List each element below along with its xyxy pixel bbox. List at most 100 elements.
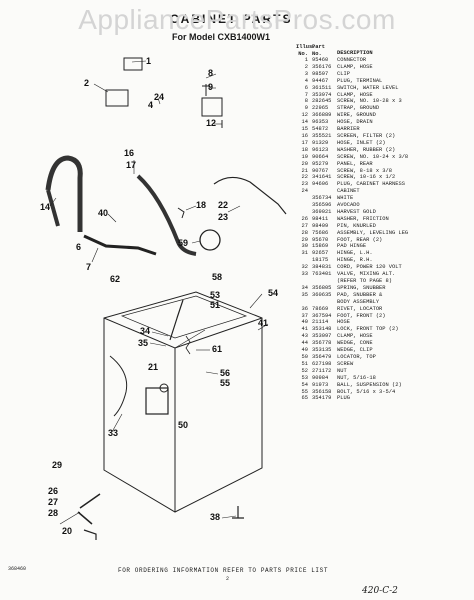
cabinet-outline — [103, 291, 263, 513]
part-no: 356479 — [312, 353, 332, 360]
illus-no: 18 — [301, 146, 308, 153]
callout-56: 62 — [110, 274, 120, 284]
illus-no: 16 — [301, 132, 308, 139]
part-description: HINGE, R.H. — [337, 257, 373, 264]
part-description: SCREW, 10-16 x 1/2 — [337, 174, 396, 181]
illus-no: 15 — [301, 126, 308, 133]
callout-38: 38 — [210, 512, 220, 522]
part-no: 356176 — [312, 63, 332, 70]
callout-4: 4 — [148, 100, 153, 110]
part-description: SWITCH, WATER LEVEL — [337, 84, 399, 91]
part-no: 95279 — [312, 160, 329, 167]
part-description: HOSE — [337, 319, 350, 326]
part-no: 98409 — [312, 222, 329, 229]
illus-no: 14 — [301, 119, 308, 126]
callout-55: 61 — [212, 344, 222, 354]
callout-49: 54 — [268, 288, 278, 298]
part-no: 763401 — [312, 271, 332, 278]
part-no: 353148 — [312, 326, 332, 333]
illus-no — [296, 209, 312, 216]
callout-27: 27 — [48, 497, 58, 507]
part-description: WEDGE, CONE — [337, 340, 373, 347]
part-description: PLUG, CABINET HARNESS — [337, 181, 405, 188]
part-description: PLUG, TERMINAL — [337, 77, 383, 84]
part-no: 95460 — [312, 57, 329, 63]
part-no: 91973 — [312, 381, 329, 388]
callout-28: 28 — [48, 508, 58, 518]
part-description: WIRE, GROUND — [337, 112, 376, 119]
illus-no: 54 — [301, 381, 308, 388]
illus-no: 26 — [301, 215, 308, 222]
part-description: FOOT, FRONT (2) — [337, 312, 386, 319]
part-description: WHITE — [337, 195, 354, 202]
part-description: RIVET, LOCATOR — [337, 305, 383, 312]
part-no: 356734 — [312, 195, 332, 202]
part-no: 95670 — [312, 236, 329, 243]
part-no: 78669 — [312, 305, 329, 312]
parts-list-row: BODY ASSEMBLY — [296, 299, 468, 306]
illus-no: 49 — [301, 347, 308, 354]
illus-no: 6 — [304, 84, 308, 91]
part-no: 94606 — [312, 181, 329, 188]
callout-22: 22 — [218, 200, 228, 210]
part-description: CLAMP, HOSE — [337, 91, 373, 98]
callout-35: 35 — [138, 338, 148, 348]
illus-no: 20 — [301, 160, 308, 167]
illus-no — [296, 195, 312, 202]
illus-no: 55 — [301, 388, 308, 395]
part-no: 271172 — [312, 367, 332, 374]
illus-no: 23 — [301, 181, 308, 188]
part-description: PIN, KNURLED — [337, 222, 376, 229]
callout-7: 7 — [86, 262, 91, 272]
illus-no: 7 — [304, 91, 308, 98]
callout-8: 8 — [208, 68, 213, 78]
illus-no: 51 — [301, 360, 308, 367]
illus-no: 17 — [301, 139, 308, 146]
model-subtitle: For Model CXB1400W1 — [172, 32, 271, 42]
part-description: BOLT, 5/16 x 3-5/4 — [337, 388, 396, 395]
illus-no: 33 — [301, 271, 308, 278]
part-no: 98597 — [312, 70, 329, 77]
illus-no: 43 — [301, 333, 308, 340]
illus-no: 35 — [301, 291, 308, 298]
part-no: 341641 — [312, 174, 332, 181]
part-description: LOCK, FRONT TOP (2) — [337, 326, 399, 333]
part-no: 356805 — [312, 284, 332, 291]
part-no: 15869 — [312, 243, 329, 250]
callout-14: 14 — [40, 202, 50, 212]
illus-no: 44 — [301, 340, 308, 347]
page-title: CABINET PARTS — [170, 12, 293, 26]
illus-no: 50 — [301, 353, 308, 360]
inlet-hose-shape — [136, 174, 197, 256]
illus-no: 24 — [301, 188, 308, 195]
part-description: ASSEMBLY, LEVELING LEG — [337, 229, 409, 236]
callout-53: 58 — [212, 272, 222, 282]
